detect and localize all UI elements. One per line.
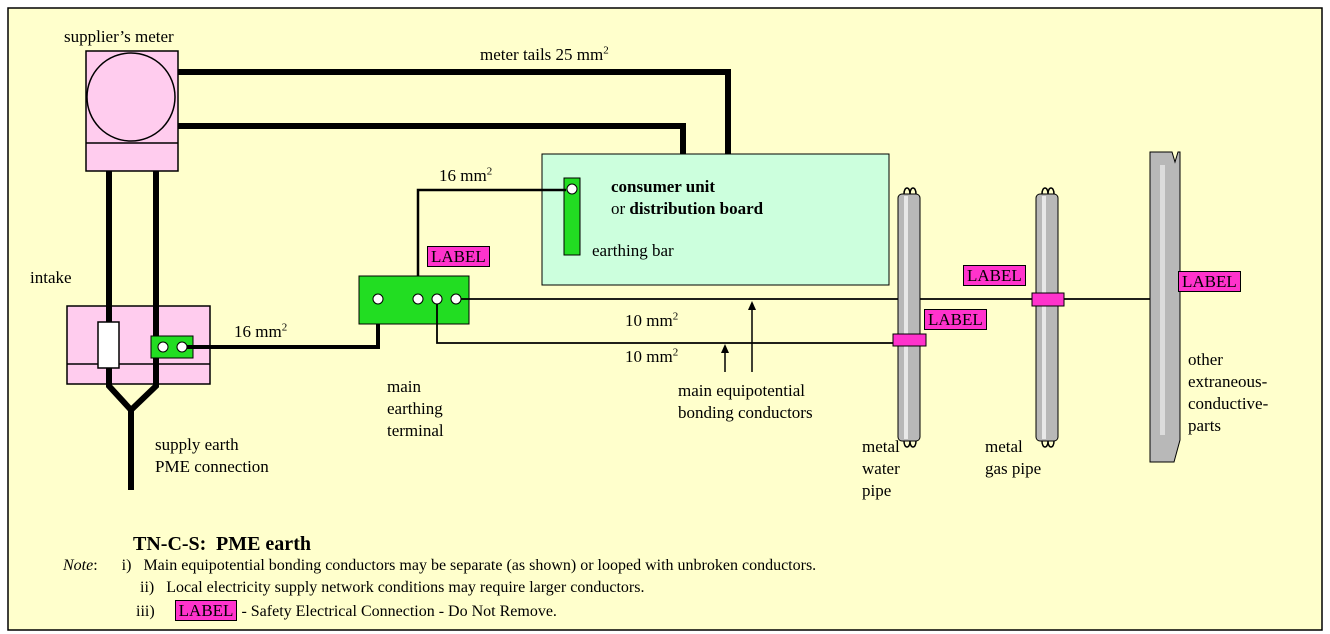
met-label-3: terminal xyxy=(387,421,444,440)
water-pipe-clamp xyxy=(892,333,927,347)
note-colon: : xyxy=(93,557,98,574)
note-ii-text: Local electricity supply network conditi… xyxy=(166,579,645,596)
consumer-unit-label: consumer unit xyxy=(611,177,716,196)
gas-pipe-bottom-cap xyxy=(1041,440,1055,448)
bonding-arrowhead-left xyxy=(721,344,729,353)
earthing-bar-screw xyxy=(566,183,578,195)
gas-pipe-highlight xyxy=(1042,196,1046,439)
note-i: Note: i) Main equipotential bonding cond… xyxy=(63,556,816,575)
earthing-conductor-cu xyxy=(416,188,566,299)
supply-cable-right xyxy=(128,171,159,413)
note-iii-text: - Safety Electrical Connection - Do Not … xyxy=(237,603,557,620)
met-label-2: earthing xyxy=(387,399,443,418)
water-pipe-label-2: water xyxy=(862,459,900,478)
supply-earth-label-2: PME connection xyxy=(155,457,269,476)
consumer-unit-or: or xyxy=(611,199,626,218)
intake-terminal-screw xyxy=(176,341,188,353)
squared-sup: 2 xyxy=(281,321,288,334)
bond-lower-size: 10 mm2 xyxy=(625,347,678,367)
gas-pipe-top-cap xyxy=(1041,187,1055,195)
gas-pipe xyxy=(1035,193,1059,442)
water-pipe-highlight xyxy=(904,196,908,439)
met-screw xyxy=(412,293,424,305)
earth-to-cu-size-text: 16 mm xyxy=(439,166,487,185)
meter-tail-line xyxy=(178,69,731,156)
gas-pipe-label-2: gas pipe xyxy=(985,459,1042,478)
water-pipe-bottom-cap xyxy=(903,440,917,448)
supply-cable-left xyxy=(106,171,134,490)
label-met: LABEL xyxy=(427,246,490,267)
intake-to-met-size: 16 mm2 xyxy=(234,322,287,342)
water-pipe-label-3: pipe xyxy=(862,481,892,500)
met-screw xyxy=(372,293,384,305)
meter-dial xyxy=(86,52,176,142)
supplier-meter-label: supplier’s meter xyxy=(64,27,174,46)
intake-label: intake xyxy=(30,268,72,287)
squared-sup: 2 xyxy=(486,165,493,178)
bonding-label-2: bonding conductors xyxy=(678,403,813,422)
other-parts-label-1: other xyxy=(1188,350,1223,369)
gas-pipe-label-1: metal xyxy=(985,437,1023,456)
bonding-label-1: main equipotential xyxy=(678,381,805,400)
note-i-num: i) xyxy=(121,557,132,574)
extraneous-part-highlight xyxy=(1160,165,1165,435)
distribution-board-label: distribution board xyxy=(629,199,764,218)
label-extraneous: LABEL xyxy=(1178,271,1241,292)
diagram-panel xyxy=(7,7,1323,631)
water-pipe-label-1: metal xyxy=(862,437,900,456)
note-ii-num: ii) xyxy=(140,579,155,596)
bond-upper-size: 10 mm2 xyxy=(625,311,678,331)
title-system: TN-C-S: xyxy=(133,533,207,555)
consumer-unit-box xyxy=(541,153,890,286)
label-note-sample: LABEL xyxy=(174,600,238,621)
meter-tails-size: meter tails 25 mm2 xyxy=(480,45,609,65)
met-screw xyxy=(431,293,443,305)
note-label: Note xyxy=(63,557,94,574)
water-pipe xyxy=(897,193,921,442)
earthing-bar-label: earthing bar xyxy=(592,241,674,260)
other-parts-label-3: conductive- xyxy=(1188,394,1269,413)
note-i-text: Main equipotential bonding conductors ma… xyxy=(143,557,817,574)
bonding-conductor-lower xyxy=(436,304,894,344)
consumer-unit-or-line: or distribution board xyxy=(611,199,763,219)
note-ii: ii) Local electricity supply network con… xyxy=(140,578,644,597)
other-parts-label-2: extraneous- xyxy=(1188,372,1268,391)
meter-tail-neutral xyxy=(178,123,686,156)
note-iii-num: iii) xyxy=(136,603,155,620)
supply-earth-label-1: supply earth xyxy=(155,435,239,454)
bonding-arrowhead-right xyxy=(748,301,756,310)
label-water-pipe: LABEL xyxy=(924,309,987,330)
other-parts-label-4: parts xyxy=(1188,416,1222,435)
squared-sup: 2 xyxy=(603,44,609,57)
intake-to-met-size-text: 16 mm xyxy=(234,322,282,341)
gas-pipe-clamp xyxy=(1031,292,1065,307)
earth-to-cu-size: 16 mm2 xyxy=(439,166,492,186)
bond-lower-size-text: 10 mm xyxy=(625,347,673,366)
water-pipe-top-cap xyxy=(903,187,917,195)
intake-fuse xyxy=(97,321,120,369)
squared-sup: 2 xyxy=(672,346,679,359)
meter-tails-size-text: meter tails 25 mm xyxy=(480,45,604,64)
met-label-1: main xyxy=(387,377,421,396)
intake-terminal-screw xyxy=(157,341,169,353)
bond-upper-size-text: 10 mm xyxy=(625,311,673,330)
met-screw xyxy=(450,293,462,305)
label-gas-pipe: LABEL xyxy=(963,265,1026,286)
earthing-bar xyxy=(563,177,581,256)
note-iii: iii) LABEL - Safety Electrical Connectio… xyxy=(136,600,557,621)
title-type: PME earth xyxy=(216,533,311,555)
squared-sup: 2 xyxy=(672,310,679,323)
